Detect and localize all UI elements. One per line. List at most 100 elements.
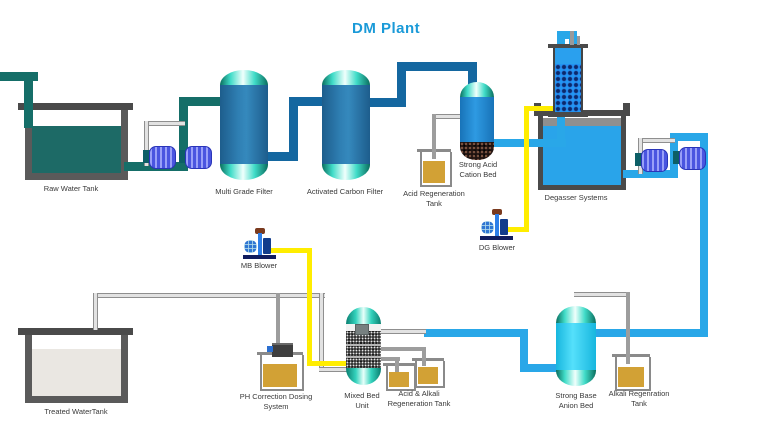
pump-flange: [143, 150, 150, 163]
pipe-treated-h: [93, 293, 325, 298]
pipe-anion-mb-v: [520, 329, 528, 372]
raw-water-pump-1-icon: [143, 146, 176, 169]
pipe-to-mgf: [179, 97, 224, 106]
pipe-mb-blower-into-vessel: [307, 361, 351, 366]
label-acid-alkali-regeneration: Acid & Alkali Regeneration Tank: [380, 389, 458, 409]
degasser-tank-wall-right: [621, 116, 626, 190]
pipe-feed-vertical: [24, 72, 33, 128]
label-line: Strong Base: [555, 391, 597, 400]
raw-water-pump-2-icon: [179, 146, 212, 169]
pipe-mb-blower-v: [307, 248, 312, 365]
degasser-tower-packing: [555, 64, 581, 112]
degasser-vent-pipe: [570, 31, 574, 45]
pipe-acid-regen-v: [432, 114, 436, 159]
acid-alkali-liquid2: [418, 367, 438, 384]
pipe-dg-blower-v: [524, 106, 529, 232]
pump-flange: [635, 153, 642, 166]
pipe-treated-into-tank: [93, 293, 98, 330]
mb-inlet-nozzle: [355, 324, 369, 335]
label-degasser-systems: Degasser Systems: [544, 193, 608, 202]
pump-body: [679, 147, 706, 170]
label-line: Acid & Alkali: [398, 389, 440, 398]
label-multi-grade-filter: Multi Grade Filter: [215, 187, 273, 196]
ph-dosing-device: [272, 343, 293, 357]
anion-cap-top: [556, 306, 596, 324]
pipe-degpump-top-h: [670, 133, 708, 141]
mgf-cap-top: [220, 70, 268, 86]
degasser-tank-bottom: [538, 185, 626, 190]
strong-base-anion-bed: [556, 323, 596, 371]
acid-alkali-beaker2-rim: [412, 358, 444, 361]
acid-regen-liquid: [423, 161, 445, 183]
label-line: Acid Regeneration: [403, 189, 465, 198]
label-activated-carbon-filter: Activated Carbon Filter: [306, 187, 384, 196]
cation-bed-dome: [460, 82, 494, 98]
pipe-anion-alkali-v: [626, 292, 630, 364]
label-ph-correction-dosing: PH Correction Dosing System: [231, 392, 321, 412]
mb-cap-bottom: [346, 368, 381, 385]
treated-water: [32, 349, 121, 396]
degasser-tower-wall-left: [553, 46, 555, 114]
multi-grade-filter: [220, 85, 268, 165]
pipe-mgf-acf-riser: [289, 97, 298, 161]
blower-sphere: [244, 240, 257, 253]
mb-cap-top: [346, 307, 381, 325]
pipe-mb-beaker1-v: [395, 357, 399, 372]
blower-base: [243, 255, 276, 259]
pipe-cation-top-h: [557, 31, 577, 39]
label-line: Unit: [355, 400, 369, 410]
raw-water-tank-bottom: [25, 173, 128, 180]
label-alkali-regenration-tank: Alkali Regenration Tank: [601, 389, 677, 409]
label-line: Tank: [426, 198, 442, 208]
strong-acid-cation-bed: [460, 97, 494, 143]
mb-sep1: [346, 344, 381, 346]
degasser-tank-wall-left: [538, 116, 543, 190]
blower-duct: [500, 219, 508, 235]
label-line: PH Correction Dosing: [239, 392, 313, 401]
pipe-rawpump-riser: [179, 97, 188, 171]
label-line: Tank: [631, 398, 647, 408]
pump-body: [641, 149, 668, 172]
blower-stem: [258, 233, 262, 255]
cation-bed-resin: [460, 142, 494, 160]
blower-stem: [495, 214, 499, 236]
pipe-mb-blower-h: [267, 248, 312, 253]
pump-body: [149, 146, 176, 169]
pipe-right-downcomer: [700, 133, 708, 337]
pipe-acf-out: [366, 98, 406, 107]
pipe-into-anion: [592, 329, 708, 337]
raw-water-tank-wall-left: [25, 110, 32, 180]
label-line: Cation Bed: [459, 169, 497, 179]
pipe-anion-alkali-h: [574, 292, 630, 297]
treated-water-tank-rim: [18, 328, 133, 335]
mgf-cap-bottom: [220, 164, 268, 180]
blower-cap: [492, 209, 502, 215]
pump-flange: [179, 150, 186, 163]
acf-cap-top: [322, 70, 370, 86]
treated-water-tank-wall-right: [121, 335, 128, 403]
pipe-dg-into-tower: [524, 106, 555, 111]
pipe-degasser-out: [623, 170, 678, 178]
degasser-pump-2-icon: [673, 147, 706, 170]
mixed-bed-band3: [346, 358, 381, 368]
label-line: System: [263, 401, 289, 411]
blower-sphere: [481, 221, 494, 234]
degasser-pump-1-icon: [635, 149, 668, 172]
pipe-mb-out-v: [319, 293, 324, 372]
label-line: Mixed Bed: [344, 391, 380, 400]
label-dg-blower: DG Blower: [478, 243, 516, 252]
acid-alkali-liquid1: [389, 372, 409, 387]
pump-body: [185, 146, 212, 169]
blower-base: [480, 236, 513, 240]
pipe-degpump-bypass-top: [638, 138, 675, 143]
label-strong-acid-cation-bed: Strong Acid Cation Bed: [450, 160, 506, 180]
label-strong-base-anion-bed: Strong Base Anion Bed: [549, 391, 603, 411]
alkali-regen-liquid: [618, 367, 644, 387]
anion-cap-bottom: [556, 370, 596, 386]
dg-blower-icon: [480, 209, 514, 240]
pipe-rawpump-bypass-top: [144, 121, 185, 126]
mixed-bed-band2: [346, 346, 381, 356]
degasser-tower-lid: [548, 44, 588, 48]
label-acid-regeneration-tank: Acid Regeneration Tank: [395, 189, 473, 209]
